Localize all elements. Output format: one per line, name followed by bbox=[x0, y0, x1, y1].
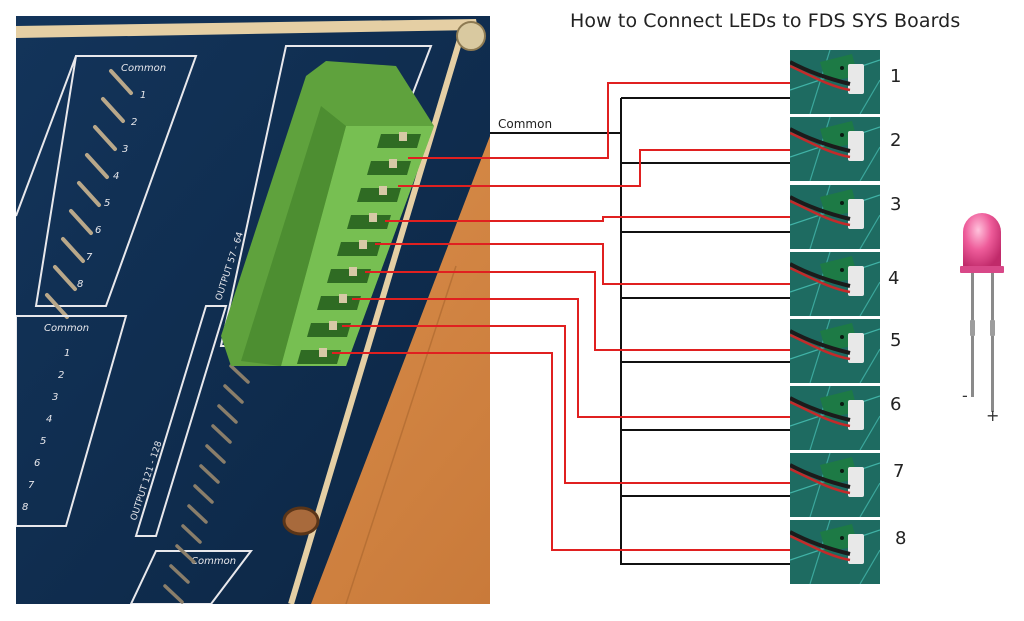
led-module-photo-8 bbox=[790, 520, 880, 584]
header-pin-number: 6 bbox=[95, 225, 101, 236]
header-pin bbox=[175, 544, 196, 564]
header-label-common-1: Common bbox=[121, 63, 166, 74]
led-module-photo-1 bbox=[790, 50, 880, 114]
header-pin bbox=[193, 484, 214, 504]
header-pin bbox=[169, 564, 190, 584]
header-pin bbox=[61, 237, 85, 263]
led-anode-leg bbox=[991, 272, 994, 412]
terminal-screw bbox=[359, 240, 367, 249]
signal-wire-4 bbox=[375, 243, 790, 285]
header-pin bbox=[199, 464, 220, 484]
led-number-1: 1 bbox=[890, 66, 902, 87]
header-pin-number: 4 bbox=[46, 414, 52, 425]
led-module-photo-7 bbox=[790, 453, 880, 517]
header-pin-number: 3 bbox=[52, 392, 58, 403]
led-number-2: 2 bbox=[890, 130, 902, 151]
header-pin-number: 4 bbox=[113, 171, 119, 182]
header-pin bbox=[205, 444, 226, 464]
led-rim bbox=[960, 266, 1004, 273]
led-module-photo-4 bbox=[790, 252, 880, 316]
led-number-3: 3 bbox=[890, 194, 902, 215]
green-terminal-block bbox=[221, 61, 434, 366]
terminal-screw bbox=[399, 132, 407, 141]
header-pin bbox=[217, 404, 238, 424]
header-pin-number: 1 bbox=[140, 90, 146, 101]
header-pin bbox=[211, 424, 232, 444]
header-label-common-3: Common bbox=[191, 556, 236, 567]
header-pin bbox=[229, 364, 250, 384]
led-module-photo-3 bbox=[790, 185, 880, 249]
terminal-screw bbox=[329, 321, 337, 330]
header-pin-number: 1 bbox=[64, 348, 70, 359]
led-minus-label: - bbox=[962, 386, 968, 405]
terminal-screw bbox=[319, 348, 327, 357]
header-outline-3 bbox=[129, 550, 254, 604]
led-number-8: 8 bbox=[895, 528, 907, 549]
header-pin-number: 2 bbox=[58, 370, 64, 381]
led-dome bbox=[963, 213, 1001, 270]
led-number-4: 4 bbox=[888, 268, 900, 289]
header-pin-number: 8 bbox=[77, 279, 83, 290]
terminal-screw bbox=[339, 294, 347, 303]
header-pins-1 bbox=[45, 69, 133, 319]
common-bus-wire bbox=[620, 98, 790, 565]
header-pin-number: 3 bbox=[122, 144, 128, 155]
header-outline-2 bbox=[16, 315, 128, 527]
signal-wire-5 bbox=[365, 271, 790, 351]
led-module-photo-2 bbox=[790, 117, 880, 181]
header-pin-number: 7 bbox=[28, 480, 35, 491]
header-pin bbox=[69, 209, 93, 235]
terminal-screw bbox=[369, 213, 377, 222]
signal-wire-8 bbox=[332, 352, 790, 551]
diagram-title: How to Connect LEDs to FDS SYS Boards bbox=[570, 10, 961, 32]
header-pin-number: 5 bbox=[40, 436, 46, 447]
header-label-common-2: Common bbox=[44, 323, 89, 334]
led-number-6: 6 bbox=[890, 394, 902, 415]
header-pin bbox=[181, 524, 202, 544]
led-module-photo-6 bbox=[790, 386, 880, 450]
signal-wire-6 bbox=[352, 298, 790, 418]
led-module-photo-5 bbox=[790, 319, 880, 383]
header-outline-1 bbox=[34, 55, 198, 307]
terminal-screw bbox=[379, 186, 387, 195]
header-pin-number: 2 bbox=[131, 117, 137, 128]
header-pin bbox=[223, 384, 244, 404]
header-pin-number: 7 bbox=[86, 252, 93, 263]
signal-wires bbox=[332, 82, 790, 551]
common-wires bbox=[490, 97, 790, 565]
signal-wire-3 bbox=[385, 216, 790, 222]
header-pin bbox=[77, 181, 101, 207]
header-pin bbox=[93, 125, 117, 151]
header-pin bbox=[109, 69, 133, 95]
header-pin bbox=[163, 584, 184, 604]
header-pin bbox=[187, 504, 208, 524]
header-pin-number: 8 bbox=[22, 502, 28, 513]
signal-wire-1 bbox=[408, 82, 790, 159]
led-number-5: 5 bbox=[890, 330, 902, 351]
header-pin bbox=[53, 265, 77, 291]
header-pin-number: 5 bbox=[104, 198, 110, 209]
mounting-screw bbox=[456, 21, 486, 51]
terminal-screw bbox=[389, 159, 397, 168]
header-pin bbox=[101, 97, 125, 123]
led-icon bbox=[960, 213, 1004, 412]
pcb-edge bbox=[16, 19, 478, 38]
header-pin-number: 6 bbox=[34, 458, 40, 469]
terminal-screw bbox=[349, 267, 357, 276]
common-wire-label: Common bbox=[498, 117, 553, 131]
led-component: - + bbox=[950, 210, 1010, 430]
pcb-edge-right bbox=[288, 35, 464, 604]
header-pin bbox=[45, 293, 69, 319]
led-plus-label: + bbox=[986, 406, 1000, 425]
mounting-hole bbox=[282, 506, 320, 536]
header-pin bbox=[85, 153, 109, 179]
signal-wire-2 bbox=[398, 149, 790, 187]
header-pins-3 bbox=[163, 364, 250, 604]
led-number-7: 7 bbox=[893, 461, 905, 482]
signal-wire-7 bbox=[342, 325, 790, 484]
